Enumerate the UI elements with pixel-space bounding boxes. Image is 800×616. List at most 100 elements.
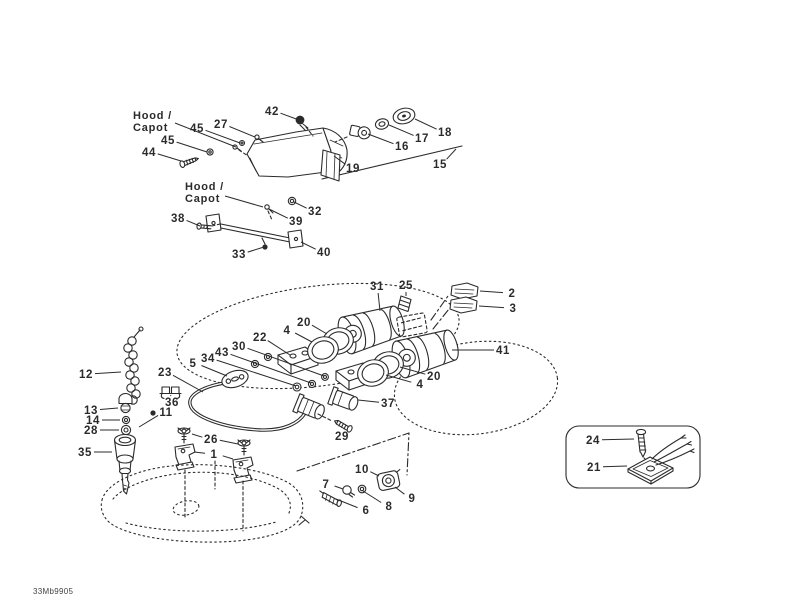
leader-line-7 [334, 485, 344, 490]
connector [449, 296, 478, 314]
part-number-5: 5 [190, 358, 197, 370]
leader-line-4 [294, 332, 313, 343]
leader-line-4 [385, 374, 412, 383]
leader-line-19 [333, 155, 346, 165]
leader-line-39 [268, 208, 289, 219]
headlight-assembly [179, 107, 463, 182]
part-number-17: 17 [415, 133, 429, 145]
bulb-socket-group [296, 432, 410, 507]
part-number-3: 3 [510, 303, 517, 315]
hood-label-leader-2 [224, 195, 264, 208]
part-number-24: 24 [586, 435, 600, 447]
leader-line-11 [138, 414, 159, 428]
part-number-18: 18 [438, 127, 452, 139]
wiring-switch-group [113, 326, 359, 495]
part-number-22: 22 [253, 332, 267, 344]
leader-line-36 [170, 394, 172, 397]
leader-line-20 [399, 366, 426, 375]
leader-line-1 [222, 455, 234, 460]
part-number-27: 27 [214, 119, 228, 131]
part-number-34: 34 [201, 353, 215, 365]
part-number-19: 19 [346, 163, 360, 175]
part-number-31: 31 [370, 281, 384, 293]
leader-line-34 [216, 359, 297, 387]
leader-line-42 [280, 112, 300, 121]
inset-box [565, 425, 701, 489]
part-number-16: 16 [395, 141, 409, 153]
leader-line-40 [300, 241, 316, 250]
leader-line-43 [230, 353, 312, 384]
hood-outline [100, 464, 310, 543]
leader-line-9 [394, 486, 405, 495]
spring [397, 295, 412, 313]
part-number-37: 37 [381, 398, 395, 410]
leader-line-16 [367, 133, 394, 145]
hood-capot-label-1: Hood /Capot [133, 110, 172, 134]
part-number-45: 45 [190, 123, 204, 135]
leader-line-45 [205, 129, 241, 144]
part-number-30: 30 [232, 341, 246, 353]
sheet-code: 33Mb9905 [33, 587, 73, 596]
part-number-4: 4 [417, 379, 424, 391]
bulb-socket [292, 393, 325, 420]
part-number-15: 15 [433, 159, 447, 171]
coiled-wire [123, 326, 144, 405]
leader-line-26 [219, 439, 239, 445]
leader-line-22 [267, 340, 291, 356]
leader-line-38 [186, 219, 201, 227]
part-number-35: 35 [78, 447, 92, 459]
part-number-13: 13 [84, 405, 98, 417]
leader-line-17 [388, 124, 414, 136]
part-number-43: 43 [215, 347, 229, 359]
part-number-23: 23 [158, 367, 172, 379]
key-switch [113, 433, 137, 495]
part-number-25: 25 [399, 280, 413, 292]
leader-line-13 [99, 407, 119, 410]
part-number-42: 42 [265, 106, 279, 118]
leader-line-23 [172, 374, 204, 393]
wing-screw [177, 427, 191, 444]
part-number-20: 20 [297, 317, 311, 329]
part-number-6: 6 [363, 505, 370, 517]
leader-line-21 [602, 465, 628, 468]
leader-line-27 [229, 126, 256, 138]
part-number-40: 40 [317, 247, 331, 259]
leader-line-2 [479, 290, 504, 294]
leader-line-20 [311, 324, 328, 335]
part-number-8: 8 [386, 501, 393, 513]
part-number-28: 28 [84, 425, 98, 437]
part-number-10: 10 [355, 464, 369, 476]
hood-latch [174, 443, 196, 471]
part-number-39: 39 [289, 216, 303, 228]
part-number-14: 14 [86, 415, 100, 427]
leader-line-18 [414, 118, 437, 130]
leader-line-44 [157, 153, 182, 162]
hood-label-leader-1 [174, 122, 237, 148]
leader-line-10 [370, 471, 380, 477]
part-number-29: 29 [335, 431, 349, 443]
hood-hinge-assembly [196, 196, 304, 250]
bulb-socket [327, 386, 359, 411]
leader-line-37 [357, 399, 380, 403]
part-number-21: 21 [587, 462, 601, 474]
part-number-2: 2 [509, 288, 516, 300]
hood-latch-group [174, 427, 254, 532]
leader-line-3 [478, 305, 505, 309]
leader-line-24 [601, 438, 635, 441]
part-number-20: 20 [427, 371, 441, 383]
part-number-41: 41 [496, 345, 510, 357]
leader-line-32 [293, 201, 307, 209]
leader-line-31 [377, 292, 381, 312]
wing-screw [237, 439, 251, 456]
leader-line-6 [335, 498, 358, 509]
leader-line-33 [247, 246, 265, 253]
grommet-plate [627, 434, 695, 485]
part-number-32: 32 [308, 206, 322, 218]
part-number-44: 44 [142, 147, 156, 159]
leader-line-5 [201, 365, 228, 377]
leader-line-30 [247, 347, 325, 377]
leader-line-15 [446, 148, 457, 160]
lamp-hardware [250, 352, 329, 392]
